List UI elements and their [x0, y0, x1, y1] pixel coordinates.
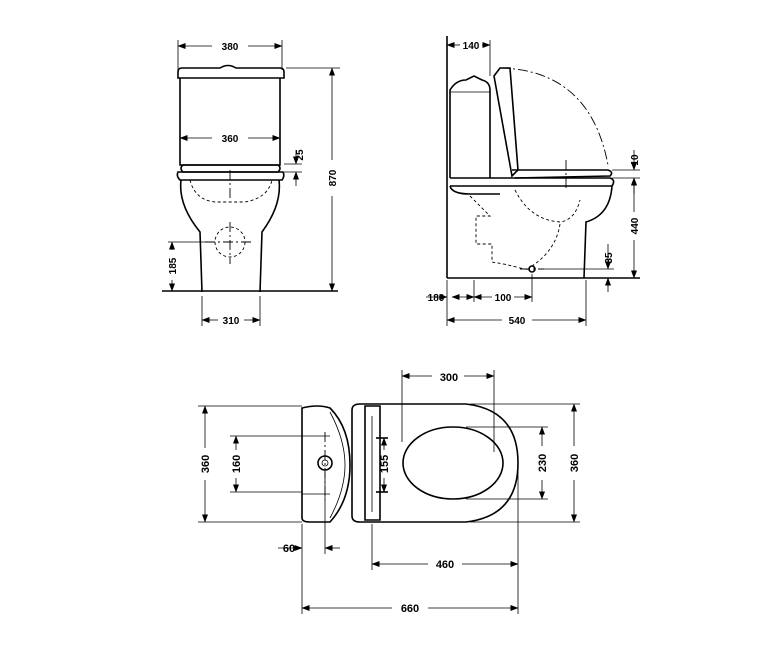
side-seat [512, 169, 613, 179]
top-tank [301, 405, 351, 523]
dim-total-height: 870 [328, 169, 339, 186]
dim-overall-width-right: 360 [569, 454, 581, 472]
front-view: 380 360 25 870 185 310 [162, 40, 340, 327]
dim-total-depth: 540 [509, 316, 526, 327]
dim-opening-width: 230 [537, 454, 549, 472]
side-bowl-rim [450, 177, 615, 187]
top-seat-opening [402, 426, 504, 500]
dim-wall-offset: 180 [428, 293, 445, 304]
dim-tank-width: 380 [222, 42, 239, 53]
side-bowl-body [449, 185, 613, 279]
dim-lid-offset: 25 [295, 149, 306, 161]
side-hidden-trap [469, 195, 531, 271]
side-view: 140 10 440 35 180 100 540 [426, 36, 641, 327]
dim-tank-inner-width: 360 [222, 134, 239, 145]
dim-base-width: 310 [223, 316, 240, 327]
dim-seat-offset: 10 [630, 154, 641, 166]
dim-tank-depth: 140 [463, 41, 480, 52]
side-hidden-bowl [514, 189, 581, 223]
front-seat-ring [176, 171, 285, 181]
side-lid-raised [493, 67, 519, 178]
front-seat [180, 164, 281, 173]
top-view: 300 360 160 155 230 360 60 [198, 370, 581, 615]
dim-bowl-length: 460 [436, 559, 454, 571]
front-hidden-trap [189, 179, 273, 203]
dim-fixing-spacing: 160 [231, 455, 243, 473]
side-tank [449, 75, 491, 178]
front-tank-lid [177, 64, 285, 79]
front-bowl-body [179, 179, 281, 293]
side-hidden-trap2 [531, 223, 561, 267]
top-seat-outline [351, 403, 519, 523]
top-hinge [364, 405, 381, 521]
dim-outlet-center-height: 35 [604, 252, 615, 264]
dim-seat-height: 440 [630, 217, 641, 234]
dim-overall-width-left: 360 [200, 455, 212, 473]
side-lid-swing-arc [499, 67, 609, 166]
dim-outlet-offset: 100 [495, 293, 512, 304]
dim-tank-offset: 60 [283, 543, 295, 555]
dim-outlet-height: 185 [168, 257, 179, 274]
dim-total-length: 660 [401, 603, 419, 615]
dim-hinge-spacing: 155 [379, 455, 391, 473]
front-tank-body [179, 78, 281, 166]
dim-bowl-opening: 300 [440, 372, 458, 384]
